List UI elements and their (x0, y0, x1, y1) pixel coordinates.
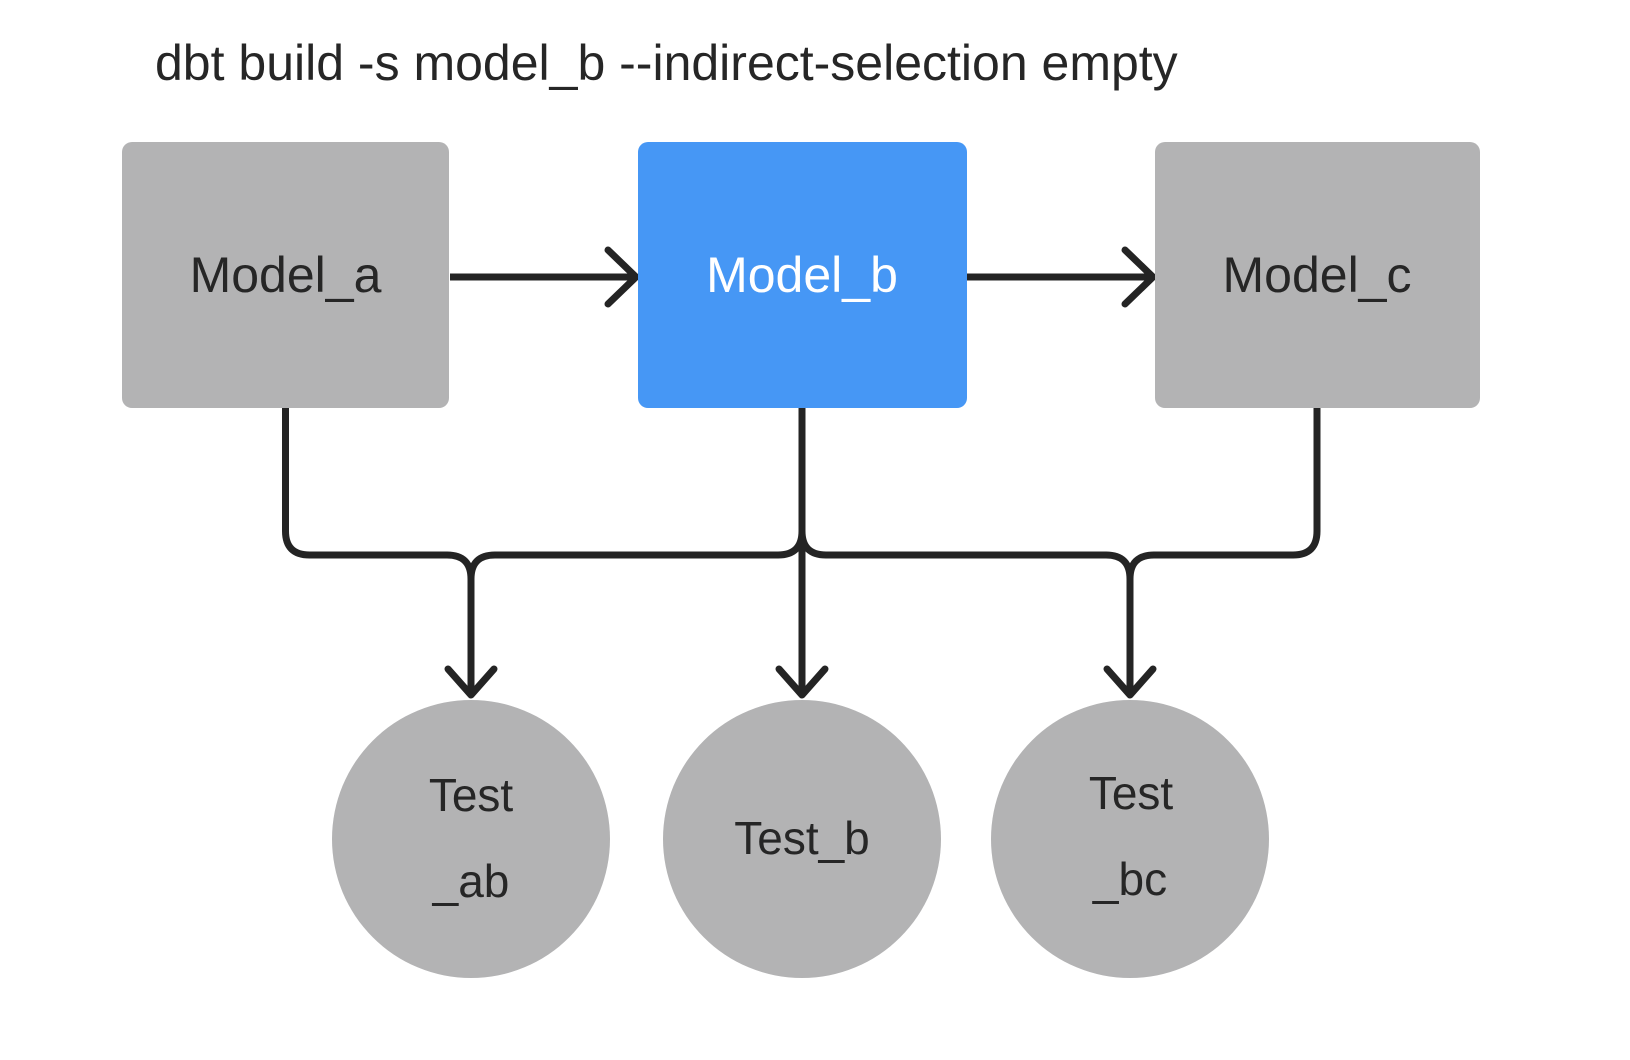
edge-junction-model-b-right-fillet (798, 530, 827, 559)
node-model-a: Model_a (122, 142, 449, 408)
node-test-bc: Test _bc (991, 700, 1269, 978)
arrowhead-test-b-icon (775, 665, 829, 699)
node-model-b-label: Model_b (706, 247, 898, 303)
edge-model-a-to-bus (282, 408, 447, 559)
node-model-b-selected: Model_b (638, 142, 967, 408)
node-test-ab-circle (332, 700, 610, 978)
node-model-c-box (1155, 142, 1480, 408)
node-test-ab-label-line1: Test (429, 769, 514, 821)
edge-model-c-to-bus (1292, 408, 1321, 559)
edge-fork-to-test-bc-right-fillet (1126, 551, 1155, 580)
node-test-bc-circle (991, 700, 1269, 978)
arrowhead-model-b-to-model-c-icon (1121, 246, 1157, 308)
diagram-title: dbt build -s model_b --indirect-selectio… (155, 35, 1178, 91)
node-test-ab-label-line2: _ab (432, 855, 510, 907)
node-model-c: Model_c (1155, 142, 1480, 408)
arrowhead-test-ab-icon (444, 665, 498, 699)
node-test-ab: Test _ab (332, 700, 610, 978)
node-test-bc-label-line2: _bc (1092, 853, 1167, 905)
node-model-c-label: Model_c (1223, 247, 1412, 303)
node-test-b: Test_b (663, 700, 941, 978)
edge-junction-model-b-left-fillet (777, 530, 806, 559)
node-model-a-box (122, 142, 449, 408)
edges-model-row (450, 246, 1157, 308)
node-test-b-label: Test_b (734, 812, 870, 864)
arrowhead-test-bc-icon (1103, 665, 1157, 699)
node-test-b-circle (663, 700, 941, 978)
arrowhead-model-a-to-model-b-icon (604, 246, 640, 308)
node-model-a-label: Model_a (190, 247, 382, 303)
edges-test-tree (282, 408, 1321, 699)
node-test-bc-label-line1: Test (1089, 767, 1174, 819)
edge-fork-to-test-ab-right-fillet (467, 551, 496, 580)
node-model-b-box (638, 142, 967, 408)
